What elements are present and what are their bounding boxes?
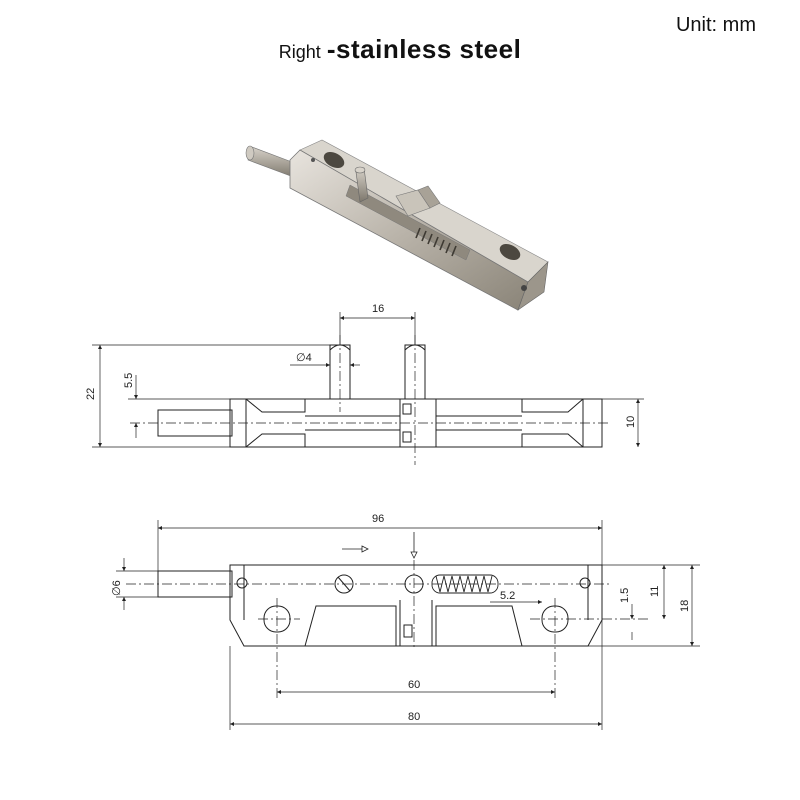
dim-pin-diameter: ∅4 — [296, 352, 312, 364]
dim-inner-height: 11 — [649, 586, 661, 597]
front-view-drawing — [126, 532, 650, 700]
dim-total-height: 22 — [85, 388, 97, 400]
top-view-dimensions — [92, 312, 644, 448]
dim-pin-height: 5.5 — [123, 373, 135, 388]
dim-offset: 1.5 — [619, 588, 631, 603]
title-material: -stainless steel — [326, 34, 522, 64]
top-view-drawing — [130, 335, 610, 465]
dim-body-length: 80 — [408, 711, 420, 723]
dim-overall-length: 96 — [372, 513, 384, 525]
product-photo — [245, 139, 549, 311]
dim-body-height: 10 — [625, 416, 637, 428]
title-side: Right — [278, 42, 321, 62]
unit-value: mm — [722, 14, 756, 36]
unit-label: Unit: mm — [676, 14, 756, 37]
page-title: Right -stainless steel — [0, 34, 800, 65]
front-view-dimensions — [116, 520, 700, 730]
dim-front-body-height: 18 — [679, 600, 691, 612]
dim-slot-width: 5.2 — [500, 590, 515, 602]
unit-text: Unit: — [675, 14, 718, 36]
dim-bolt-diameter: ∅6 — [111, 580, 123, 596]
dim-pin-spacing: 16 — [372, 303, 384, 315]
dim-hole-spacing: 60 — [408, 679, 420, 691]
